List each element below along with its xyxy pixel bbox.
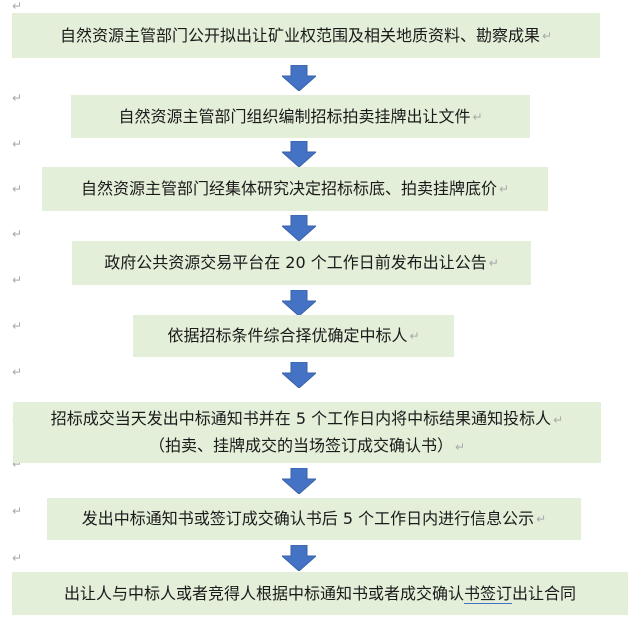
- step-box-5: 依据招标条件综合择优确定中标人↵: [133, 315, 454, 357]
- paragraph-mark: ↵: [12, 182, 23, 196]
- step-5-text: 依据招标条件综合择优确定中标人: [167, 326, 408, 345]
- step-box-1: 自然资源主管部门公开拟出让矿业权范围及相关地质资料、勘察成果↵: [12, 13, 600, 58]
- step-3-text: 自然资源主管部门经集体研究决定招标标底、拍卖挂牌底价: [80, 179, 497, 198]
- paragraph-mark: ↵: [553, 412, 564, 427]
- step-4-text: 政府公共资源交易平台在 20 个工作日前发布出让公告: [104, 253, 487, 272]
- paragraph-mark: ↵: [498, 182, 510, 196]
- paragraph-mark: ↵: [409, 329, 420, 343]
- step-box-8: 出让人与中标人或者竞得人根据中标通知书或者成交确认书签订出让合同: [12, 572, 628, 615]
- paragraph-mark: ↵: [12, 227, 23, 241]
- paragraph-mark: ↵: [488, 256, 499, 270]
- step-8-text-underlined: 书签订: [463, 583, 512, 604]
- down-arrow-icon: [282, 65, 316, 91]
- down-arrow-icon: [282, 141, 316, 167]
- down-arrow-icon: [282, 290, 316, 316]
- paragraph-mark: ↵: [12, 319, 23, 333]
- step-6-line-2: （拍卖、挂牌成交的当场签订成交确认书）: [148, 435, 453, 455]
- step-box-4: 政府公共资源交易平台在 20 个工作日前发布出让公告↵: [72, 241, 531, 285]
- step-8-text-start: 出让人与中标人或者竞得人根据中标通知书或者成交确认: [63, 583, 464, 603]
- step-2-text: 自然资源主管部门组织编制招标拍卖挂牌出让文件: [118, 106, 471, 126]
- step-7-text: 发出中标通知书或签订成交确认书后 5 个工作日内进行信息公示: [81, 509, 535, 528]
- paragraph-mark: ↵: [12, 457, 23, 471]
- step-box-7: 发出中标通知书或签订成交确认书后 5 个工作日内进行信息公示↵: [47, 498, 581, 540]
- step-6-line-1: 招标成交当天发出中标通知书并在 5 个工作日内将中标结果通知投标人: [50, 408, 552, 428]
- down-arrow-icon: [282, 545, 316, 571]
- step-box-2: 自然资源主管部门组织编制招标拍卖挂牌出让文件↵: [71, 95, 530, 138]
- paragraph-mark: ↵: [12, 137, 23, 151]
- paragraph-mark: ↵: [12, 365, 23, 379]
- down-arrow-icon: [282, 468, 316, 494]
- down-arrow-icon: [282, 362, 316, 388]
- paragraph-mark: ↵: [454, 439, 466, 454]
- step-box-3: 自然资源主管部门经集体研究决定招标标底、拍卖挂牌底价↵: [42, 167, 548, 211]
- step-1-text: 自然资源主管部门公开拟出让矿业权范围及相关地质资料、勘察成果: [59, 25, 540, 45]
- step-8-text-end: 出让合同: [512, 583, 577, 603]
- paragraph-mark: ↵: [12, 91, 23, 105]
- paragraph-mark: ↵: [12, 0, 23, 13]
- step-box-6: 招标成交当天发出中标通知书并在 5 个工作日内将中标结果通知投标人↵ （拍卖、挂…: [13, 402, 601, 463]
- paragraph-mark: ↵: [12, 504, 23, 518]
- paragraph-mark: ↵: [472, 109, 483, 124]
- paragraph-mark: ↵: [12, 273, 23, 287]
- paragraph-mark: ↵: [541, 28, 553, 43]
- down-arrow-icon: [282, 215, 316, 241]
- paragraph-mark: ↵: [12, 551, 23, 565]
- paragraph-mark: ↵: [536, 512, 547, 526]
